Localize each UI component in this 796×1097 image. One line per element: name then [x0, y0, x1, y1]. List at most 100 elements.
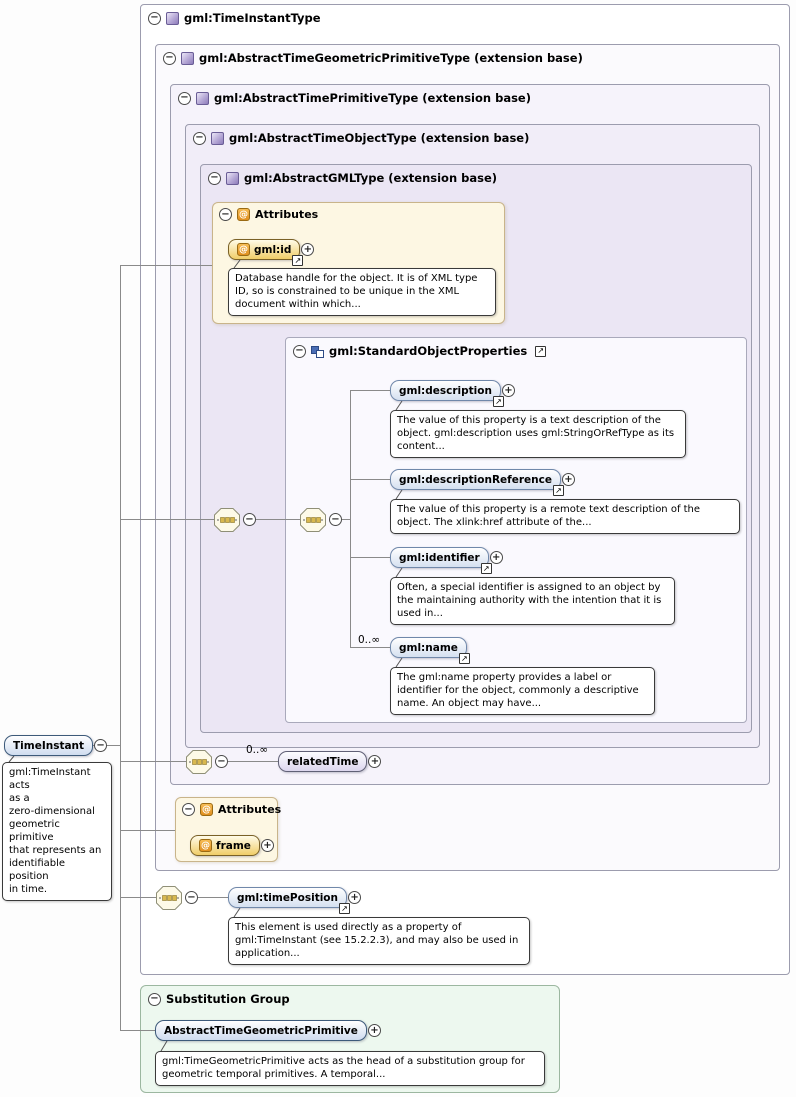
attribute-gml-id[interactable]: @ gml:id ↗: [228, 239, 304, 266]
attributes-title: Attributes: [255, 208, 319, 221]
sequence-icon: [156, 886, 182, 910]
annotation-gml-descriptionreference: The value of this property is a remote t…: [390, 499, 740, 534]
element-timeinstant[interactable]: TimeInstant: [4, 735, 94, 756]
element-gml-description[interactable]: gml:description ↗: [390, 380, 504, 407]
collapse-icon[interactable]: −: [94, 739, 108, 752]
link-icon[interactable]: ↗: [552, 485, 564, 496]
attributes-header: − @ Attributes: [182, 803, 281, 816]
cardinality-label: 0..∞: [246, 744, 269, 756]
attribute-frame[interactable]: @ frame: [190, 835, 260, 856]
type-box-header: − gml:TimeInstantType: [148, 11, 321, 25]
complex-type-icon: [181, 51, 194, 65]
attributes-header: − @ Attributes: [219, 208, 318, 221]
element-abstracttimegeometricprimitive-row: AbstractTimeGeometricPrimitive +: [155, 1020, 381, 1041]
collapse-icon[interactable]: −: [163, 51, 176, 65]
element-label: AbstractTimeGeometricPrimitive: [164, 1024, 358, 1037]
substitution-group-title: Substitution Group: [166, 992, 290, 1006]
attribute-frame-row: @ frame +: [190, 835, 274, 856]
type-box-header: − gml:AbstractTimeObjectType (extension …: [193, 131, 529, 145]
expand-icon[interactable]: +: [489, 551, 503, 564]
element-gml-descriptionreference[interactable]: gml:descriptionReference ↗: [390, 469, 564, 496]
link-icon[interactable]: ↗: [480, 563, 492, 574]
type-title: gml:AbstractTimePrimitiveType (extension…: [214, 91, 531, 105]
substitution-group-header: − Substitution Group: [148, 992, 290, 1006]
attribute-icon: @: [199, 839, 212, 852]
element-gml-identifier[interactable]: gml:identifier ↗: [390, 547, 492, 574]
attribute-icon: @: [237, 208, 250, 221]
attribute-icon: @: [237, 243, 250, 256]
type-title: gml:TimeInstantType: [184, 11, 321, 25]
element-gml-name-row: gml:name ↗: [390, 637, 470, 664]
collapse-icon[interactable]: −: [243, 513, 256, 526]
element-gml-name[interactable]: gml:name ↗: [390, 637, 470, 664]
element-gml-identifier-row: gml:identifier ↗ +: [390, 547, 503, 574]
expand-icon[interactable]: +: [368, 755, 382, 768]
annotation-gml-name: The gml:name property provides a label o…: [390, 667, 655, 715]
annotation-gml-id: Database handle for the object. It is of…: [228, 268, 496, 316]
expand-icon[interactable]: +: [561, 473, 575, 486]
expand-icon[interactable]: +: [348, 891, 362, 904]
type-box-header: − gml:AbstractTimePrimitiveType (extensi…: [178, 91, 531, 105]
collapse-icon[interactable]: −: [329, 513, 342, 526]
collapse-icon[interactable]: −: [148, 11, 161, 25]
annotation-gml-description: The value of this property is a text des…: [390, 410, 686, 458]
link-icon[interactable]: ↗: [339, 903, 351, 914]
annotation-gml-identifier: Often, a special identifier is assigned …: [390, 577, 675, 625]
element-gml-timeposition-row: gml:timePosition ↗ +: [228, 887, 362, 914]
collapse-icon[interactable]: −: [219, 208, 232, 221]
sequence-icon: [214, 508, 240, 532]
collapse-icon[interactable]: −: [208, 171, 221, 185]
element-gml-descriptionreference-row: gml:descriptionReference ↗ +: [390, 469, 575, 496]
collapse-icon[interactable]: −: [293, 344, 306, 358]
collapse-icon[interactable]: −: [178, 91, 191, 105]
attributes-title: Attributes: [218, 803, 282, 816]
collapse-icon[interactable]: −: [193, 131, 206, 145]
expand-icon[interactable]: +: [301, 243, 315, 256]
type-box-header: − gml:AbstractTimeGeometricPrimitiveType…: [163, 51, 583, 65]
complex-type-icon: [226, 171, 239, 185]
link-icon[interactable]: ↗: [492, 396, 504, 407]
element-abstracttimegeometricprimitive[interactable]: AbstractTimeGeometricPrimitive: [155, 1020, 367, 1041]
expand-icon[interactable]: +: [367, 1024, 381, 1037]
type-title: gml:AbstractGMLType (extension base): [244, 171, 498, 185]
type-title: gml:AbstractTimeGeometricPrimitiveType (…: [199, 51, 583, 65]
annotation-timeinstant: gml:TimeInstant acts as a zero-dimension…: [2, 762, 112, 901]
element-label: gml:timePosition: [237, 891, 339, 904]
sequence-icon: [186, 750, 212, 774]
complex-type-icon: [196, 91, 209, 105]
complex-type-icon: [166, 11, 179, 25]
type-box-header: − gml:AbstractGMLType (extension base): [208, 171, 497, 185]
complex-type-icon: [211, 131, 224, 145]
element-relatedtime-row: relatedTime +: [278, 751, 382, 772]
element-label: gml:identifier: [399, 551, 480, 564]
collapse-icon[interactable]: −: [148, 992, 161, 1006]
attribute-label: gml:id: [254, 243, 292, 256]
element-gml-timeposition[interactable]: gml:timePosition ↗: [228, 887, 351, 914]
attribute-label: frame: [216, 839, 251, 852]
link-icon[interactable]: ↗: [292, 255, 304, 266]
element-relatedtime[interactable]: relatedTime: [278, 751, 368, 772]
annotation-gml-timeposition: This element is used directly as a prope…: [228, 917, 530, 965]
sequence-icon: [300, 508, 326, 532]
cardinality-label: 0..∞: [358, 634, 381, 646]
collapse-icon[interactable]: −: [215, 755, 228, 768]
annotation-abstracttimegeometricprimitive: gml:TimeGeometricPrimitive acts as the h…: [155, 1051, 545, 1086]
group-header: − gml:StandardObjectProperties ↗: [293, 344, 547, 358]
expand-icon[interactable]: +: [260, 839, 274, 852]
attribute-gml-id-row: @ gml:id ↗ +: [228, 239, 315, 266]
element-label: relatedTime: [287, 755, 359, 768]
type-title: gml:AbstractTimeObjectType (extension ba…: [229, 131, 530, 145]
link-icon[interactable]: ↗: [458, 653, 470, 664]
element-label: gml:description: [399, 384, 492, 397]
element-gml-description-row: gml:description ↗ +: [390, 380, 515, 407]
model-group-icon: [311, 345, 324, 358]
element-label: TimeInstant: [13, 739, 85, 752]
expand-icon[interactable]: +: [501, 384, 515, 397]
element-label: gml:descriptionReference: [399, 473, 552, 486]
attribute-icon: @: [200, 803, 213, 816]
collapse-icon[interactable]: −: [182, 803, 195, 816]
element-label: gml:name: [399, 641, 458, 654]
link-icon[interactable]: ↗: [535, 345, 547, 357]
collapse-icon[interactable]: −: [185, 891, 198, 904]
